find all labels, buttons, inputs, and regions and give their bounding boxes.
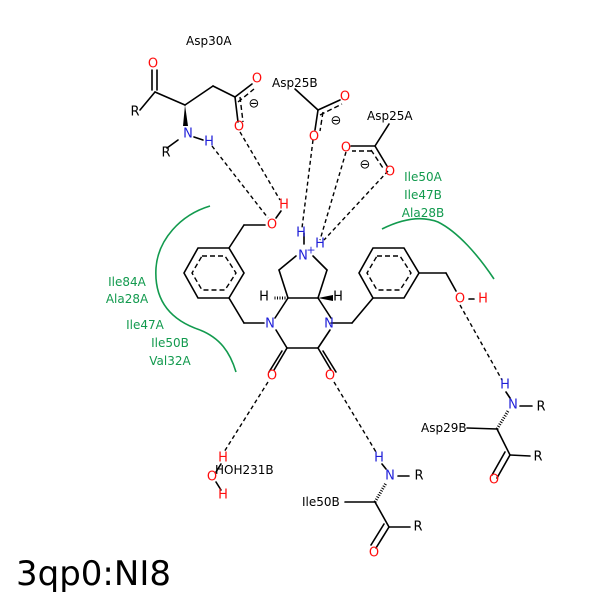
atom-o: O (455, 292, 465, 307)
atom-h: H (259, 290, 269, 305)
hbond-oh-to-asp29b (459, 304, 503, 381)
atom-n: N (385, 469, 395, 484)
atom-o: O (267, 369, 277, 384)
hbond-asp30a-nh-to-o (211, 145, 269, 219)
wedge-bond (183, 105, 188, 126)
hydrophobic-label: Ile47B (404, 188, 442, 202)
atom-o: O (489, 473, 499, 488)
hbond-asp25a-o1-to-nh (319, 151, 347, 241)
negative-charge: ⊖ (360, 158, 371, 173)
atom-n: N (183, 127, 193, 142)
atom-h: H (218, 451, 228, 466)
label-asp25b: Asp25B (272, 76, 318, 90)
atom-o: O (340, 90, 350, 105)
atom-r: R (536, 400, 545, 415)
atom-h: H (279, 198, 289, 213)
atom-h: H (296, 226, 306, 241)
atom-r: R (413, 520, 422, 535)
atom-o: O (207, 470, 217, 485)
atom-o: O (341, 141, 351, 156)
atom-h: H (315, 237, 325, 252)
hydrophobic-arc-right (381, 217, 495, 280)
hydrophobic-label: Ile50B (151, 336, 189, 350)
residue-asp25a (350, 123, 390, 169)
hbond-asp30a-o-to-oh (239, 131, 281, 201)
atom-h: H (218, 488, 228, 503)
hbond-co-to-ile50b (333, 381, 377, 453)
atom-r: R (130, 105, 139, 120)
atom-n: N (508, 398, 518, 413)
hbond-asp25a-o2-to-nh (323, 170, 389, 241)
residue-asp25b (294, 88, 343, 132)
atom-h: H (500, 378, 510, 393)
negative-charge: ⊖ (331, 114, 342, 129)
ligand-core (268, 232, 353, 373)
hbond-co-to-hoh231b (223, 381, 269, 453)
atom-o: O (325, 369, 335, 384)
hydrophobic-arc-left-upper (155, 205, 211, 331)
atom-h: H (478, 292, 488, 307)
atom-h: H (374, 451, 384, 466)
bond (275, 210, 282, 219)
residue-asp30a (139, 69, 255, 149)
negative-charge: ⊖ (249, 97, 260, 112)
label-hoh231b: HOH231B (215, 463, 274, 477)
hydrophobic-label: Val32A (149, 354, 191, 368)
atom-o: O (148, 57, 158, 72)
ligand-right-ring (351, 247, 457, 324)
atom-h: H (204, 135, 214, 150)
atom-o: O (309, 130, 319, 145)
atom-o: O (252, 72, 262, 87)
hydrophobic-arc-left-lower (199, 329, 237, 373)
atom-n-plus: N (298, 249, 308, 264)
hydrophobic-label: Ile84A (108, 275, 147, 289)
atom-r: R (161, 146, 170, 161)
atom-n: N (324, 317, 334, 332)
atom-h: H (333, 290, 343, 305)
label-asp29b: Asp29B (421, 421, 467, 435)
residue-hoh231b (215, 463, 222, 491)
hydrophobic-label: Ala28A (106, 292, 149, 306)
label-asp25a: Asp25A (367, 109, 413, 123)
label-asp30a: Asp30A (186, 34, 232, 48)
atom-o: O (234, 120, 244, 135)
residue-ile50b (344, 463, 411, 549)
hydrophobic-label: Ile50A (404, 170, 443, 184)
atom-o: O (267, 218, 277, 233)
atom-r: R (414, 469, 423, 484)
residue-asp29b (466, 391, 533, 479)
hydrophobic-label: Ile47A (126, 318, 165, 332)
diagram-title: 3qp0:NI8 (16, 554, 171, 594)
ligand-left-ring (183, 224, 266, 324)
atom-n: N (265, 317, 275, 332)
hydrophobic-label: Ala28B (402, 206, 444, 220)
atom-o: O (369, 546, 379, 561)
label-ile50b: Ile50B (302, 495, 340, 509)
atom-o: O (385, 165, 395, 180)
hbond-asp25b-o-to-nh (301, 139, 314, 229)
positive-charge: + (306, 244, 315, 257)
atom-r: R (533, 450, 542, 465)
